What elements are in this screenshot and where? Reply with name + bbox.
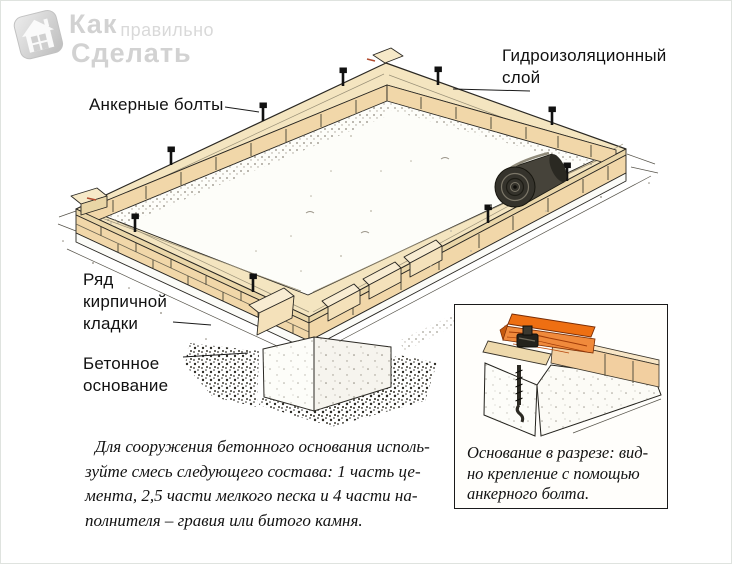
brand-word-1: Как [69,9,118,39]
pointer-line-waterproofing [452,88,531,92]
excavated-corner [185,307,475,427]
anchor-bolt-icon [434,66,442,85]
anchor-bolt-icon [259,102,267,121]
anchor-bolt-icon [484,204,492,223]
mixture-note: Для сооружения бетонного основания испол… [85,437,430,530]
house-logo-icon [13,9,64,60]
front-left-wall-bricks [75,208,310,351]
pointer-line-brick-row [172,321,212,326]
inset-washer-nut [482,325,552,366]
inset-caption: Основание в разрезе: вид- но крепление с… [467,443,649,503]
brand-word-2: правильно [120,20,215,40]
anchor-bolts [131,66,571,292]
anchor-bolt-icon [249,273,257,292]
gravel-band [86,101,387,240]
label-concrete-base: Бетонное основание [83,354,169,395]
loose-bricks [248,239,443,336]
gravel-band [387,101,616,174]
anchor-bolt-icon [131,213,139,232]
inset-ground-line [572,398,662,434]
anchor-bolt-icon [339,67,347,86]
floor-speckles [255,135,547,272]
brand-word-3: Сделать [71,38,192,68]
inset-concrete-block [483,362,662,437]
cross-section-inset: Основание в разрезе: вид- но крепление с… [454,304,668,509]
waterproofing-roll-icon [494,151,567,208]
label-waterproofing-layer: Гидроизоляционный слой [502,46,667,87]
plank-corner-caps [70,47,404,216]
label-brick-row: Ряд кирпичной кладки [83,270,168,333]
front-right-wall-bricks [308,148,627,350]
anchor-bolt-icon [563,162,571,181]
inset-drawing [482,313,662,437]
pointer-line-anchor-bolts [224,106,260,113]
inset-anchor-bolt-icon [515,365,525,423]
anchor-bolt-icon [167,146,175,165]
ground-lines [57,153,659,359]
concrete-footing-block [262,336,392,412]
label-anchor-bolts: Анкерные болты [89,95,224,114]
anchor-bolt-icon [548,106,556,125]
pointer-line-concrete-base [182,352,249,358]
